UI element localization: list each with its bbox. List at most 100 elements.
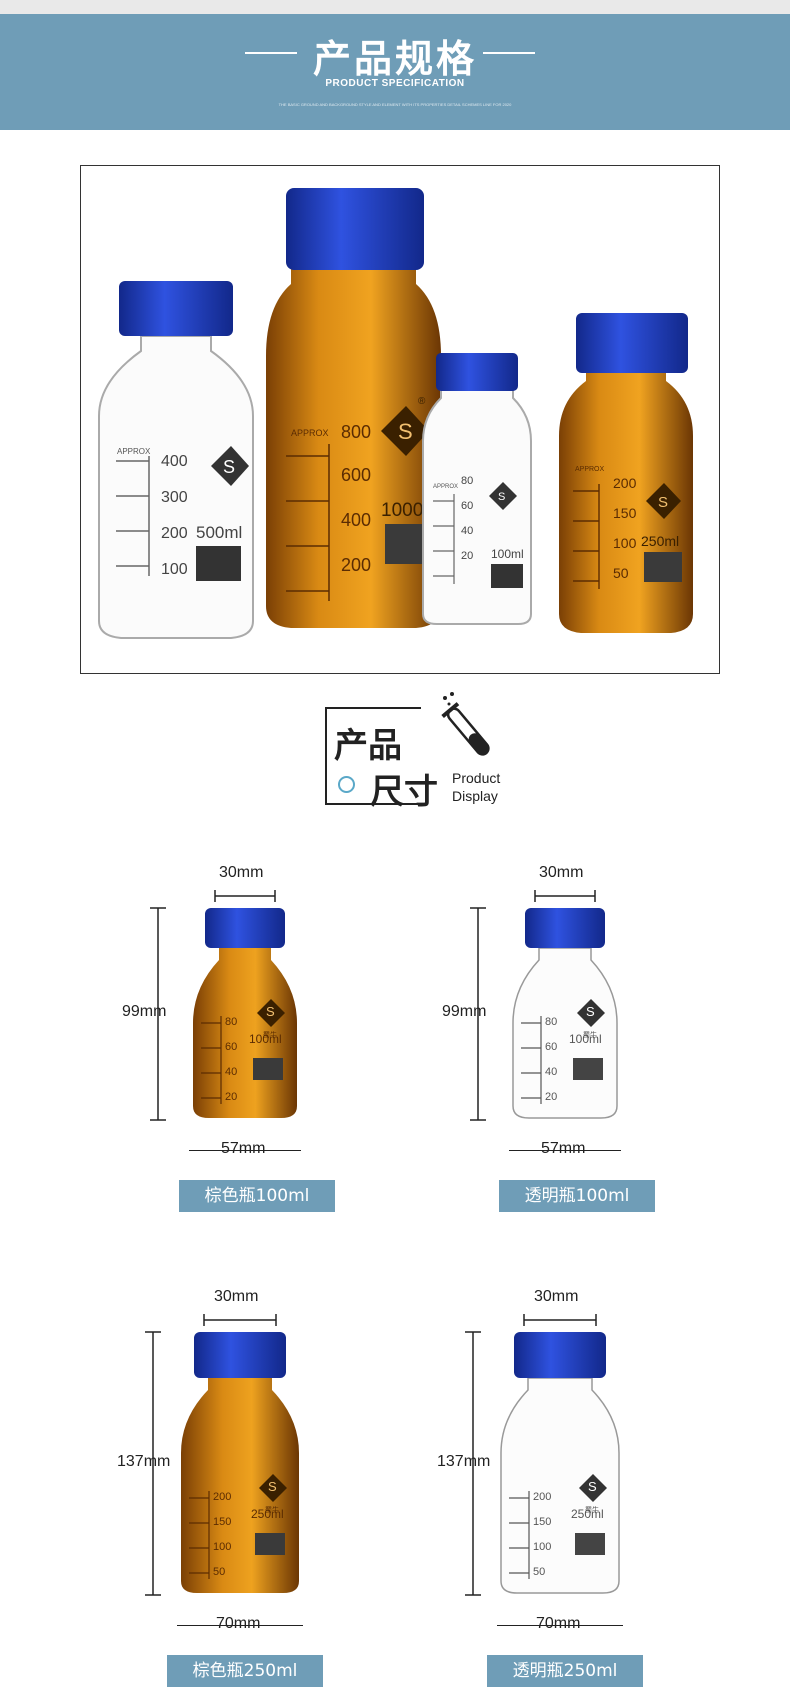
svg-text:60: 60 — [461, 500, 473, 512]
logo-letter: S — [266, 1004, 275, 1019]
brand-text: 蜀牛 — [263, 1032, 277, 1039]
logo-letter: S — [586, 1004, 595, 1019]
scale-mark: 40 — [545, 1066, 558, 1078]
scale-mark: 20 — [545, 1091, 558, 1103]
svg-text:40: 40 — [461, 525, 473, 537]
scale-mark: 80 — [545, 1016, 558, 1028]
width-dimension: 70mm — [216, 1615, 261, 1632]
test-tube-icon — [441, 692, 490, 756]
svg-text:APPROX: APPROX — [117, 447, 151, 456]
svg-text:600: 600 — [341, 465, 371, 485]
neck-dimension: 30mm — [534, 1288, 579, 1305]
scale-mark: 100 — [533, 1541, 552, 1553]
banner-title: 产品规格 — [312, 37, 477, 81]
svg-text:APPROX: APPROX — [291, 428, 329, 438]
scale-mark: 50 — [213, 1566, 226, 1578]
bottle-250ml: APPROX 200 150 100 50 S 250ml — [559, 313, 693, 633]
bottle-group-illustration: APPROX 400 300 200 100 S 500ml APPROX 80… — [98, 188, 693, 639]
scale-mark: 50 — [533, 1566, 546, 1578]
scale-mark: 150 — [213, 1516, 232, 1528]
scale-mark: 80 — [225, 1016, 238, 1028]
heading-en-line2: Display — [452, 788, 498, 804]
svg-text:400: 400 — [341, 510, 371, 530]
svg-text:80: 80 — [461, 475, 473, 487]
neck-dimension: 30mm — [539, 864, 584, 881]
heading-cn-line1: 产品 — [334, 726, 402, 766]
scale-mark: 40 — [225, 1066, 238, 1078]
brand-text: 蜀牛 — [585, 1507, 599, 1514]
svg-text:APPROX: APPROX — [433, 484, 458, 490]
product-photo: APPROX 400 300 200 100 S 500ml APPROX 80… — [80, 165, 720, 674]
height-dimension: 99mm — [442, 1003, 487, 1020]
width-dimension: 57mm — [221, 1140, 266, 1157]
height-dimension: 137mm — [117, 1452, 171, 1470]
product-display-heading: 产品 尺寸 Product Display — [322, 690, 512, 812]
volume-mark: 250ml — [571, 1507, 604, 1521]
scale-mark: 60 — [225, 1041, 238, 1053]
width-dimension: 70mm — [536, 1615, 581, 1632]
scale-mark: 100 — [213, 1541, 232, 1553]
svg-text:S: S — [398, 419, 413, 444]
bottle-illustration — [150, 890, 297, 1121]
svg-text:20: 20 — [461, 550, 473, 562]
logo-letter: S — [268, 1479, 277, 1494]
svg-text:100: 100 — [161, 561, 188, 578]
neck-dimension: 30mm — [214, 1288, 259, 1305]
product-label: 透明瓶250ml — [487, 1655, 643, 1687]
svg-text:S: S — [223, 457, 235, 477]
scale-mark: 200 — [533, 1491, 552, 1503]
circle-icon — [338, 776, 355, 793]
svg-text:S: S — [658, 494, 668, 511]
svg-text:200: 200 — [613, 475, 637, 491]
scale-mark: 200 — [213, 1491, 232, 1503]
width-dimension: 57mm — [541, 1140, 586, 1157]
banner-left-rule — [245, 52, 297, 54]
product-card: 30mm 137mm 70mm 250ml 200 150 100 50 S 蜀牛棕色瓶250ml — [95, 1282, 395, 1687]
svg-text:100: 100 — [613, 535, 637, 551]
neck-dimension: 30mm — [219, 864, 264, 881]
bottle-illustration — [470, 890, 618, 1121]
bottle-1000ml: APPROX 800 600 400 200 S ® 1000ml — [266, 188, 443, 628]
product-label: 棕色瓶250ml — [167, 1655, 323, 1687]
svg-text:200: 200 — [161, 525, 188, 542]
brand-text: 蜀牛 — [583, 1032, 597, 1039]
svg-text:150: 150 — [613, 505, 637, 521]
product-card: 30mm 99mm 57mm 100ml 80 60 40 20 S 蜀牛棕色瓶100ml — [100, 858, 400, 1238]
product-label: 棕色瓶100ml — [179, 1180, 335, 1212]
banner-fine-print: THE BASIC GROUND AND BACKGROUND STYLE AN… — [278, 102, 512, 107]
svg-text:S: S — [498, 491, 505, 503]
logo-letter: S — [588, 1479, 597, 1494]
product-label: 透明瓶100ml — [499, 1180, 655, 1212]
svg-text:500ml: 500ml — [196, 523, 242, 542]
volume-mark: 100ml — [569, 1032, 602, 1046]
heading-en-line1: Product — [452, 770, 501, 786]
svg-text:200: 200 — [341, 555, 371, 575]
bottle-illustration — [465, 1314, 620, 1596]
volume-mark: 250ml — [251, 1507, 284, 1521]
height-dimension: 137mm — [437, 1452, 491, 1470]
volume-mark: 100ml — [249, 1032, 282, 1046]
scale-mark: 60 — [545, 1041, 558, 1053]
width-bracket — [509, 1150, 621, 1151]
brand-text: 蜀牛 — [265, 1507, 279, 1514]
svg-text:800: 800 — [341, 422, 371, 442]
width-bracket — [189, 1150, 301, 1151]
banner-right-rule — [483, 52, 535, 54]
height-dimension: 99mm — [122, 1003, 167, 1020]
top-strip — [0, 0, 790, 14]
scale-mark: 20 — [225, 1091, 238, 1103]
svg-text:250ml: 250ml — [641, 533, 679, 549]
svg-text:50: 50 — [613, 565, 629, 581]
product-card: 30mm 99mm 57mm 100ml 80 60 40 20 S 蜀牛透明瓶100ml — [420, 858, 720, 1238]
section-banner: 产品规格 PRODUCT SPECIFICATION THE BASIC GRO… — [0, 14, 790, 130]
svg-text:APPROX: APPROX — [575, 466, 605, 473]
svg-text:®: ® — [418, 396, 426, 407]
heading-frame-bottom — [325, 707, 421, 805]
banner-subtitle: PRODUCT SPECIFICATION — [325, 78, 465, 89]
svg-text:100ml: 100ml — [491, 547, 524, 561]
svg-text:300: 300 — [161, 489, 188, 506]
svg-text:400: 400 — [161, 453, 188, 470]
bottle-100ml: APPROX 80 60 40 20 S 100ml — [422, 353, 532, 625]
width-bracket — [177, 1625, 303, 1626]
